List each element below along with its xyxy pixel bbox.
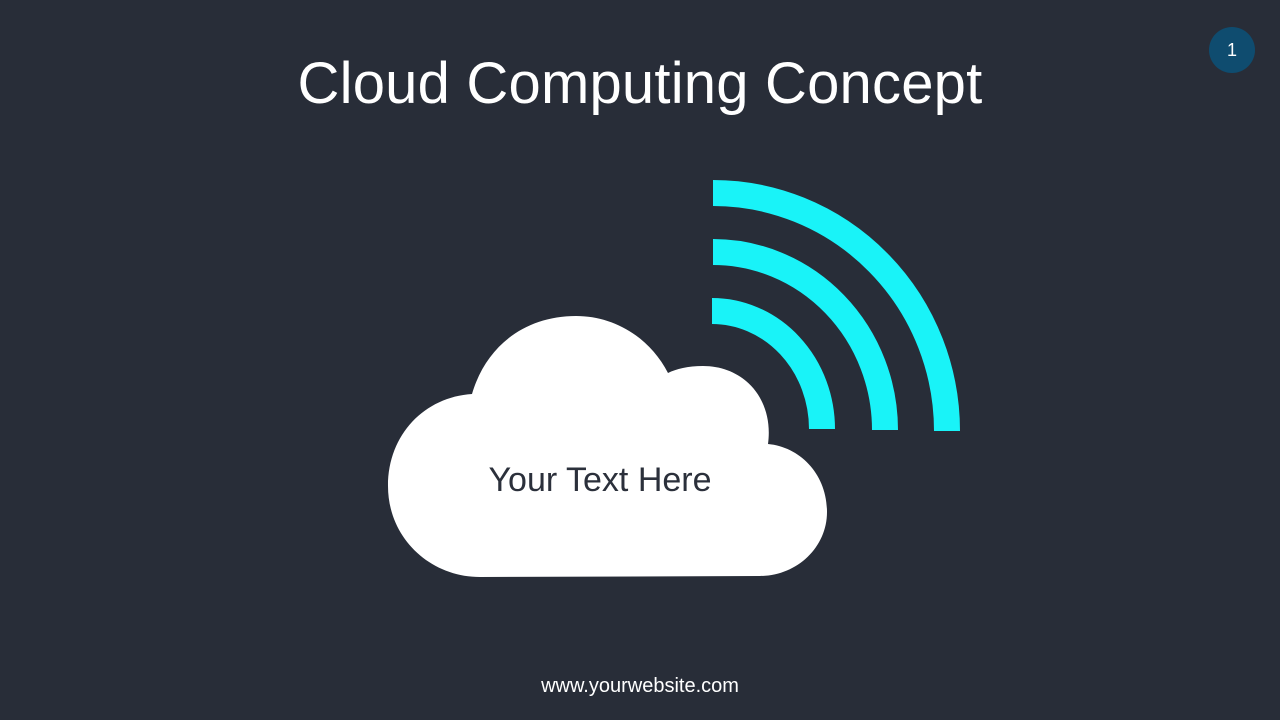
website-footer: www.yourwebsite.com [541,675,739,697]
slide-title: Cloud Computing Concept [297,51,983,116]
page-number-badge: 1 [1209,27,1255,73]
cloud-shape [388,316,827,577]
signal-arc-inner [711,298,835,430]
cloud-icon [388,316,827,577]
wifi-signal-icon [711,180,960,432]
signal-arc-middle [712,239,898,431]
signal-arc-outer [712,180,960,432]
cloud-text-placeholder: Your Text Here [488,461,712,499]
